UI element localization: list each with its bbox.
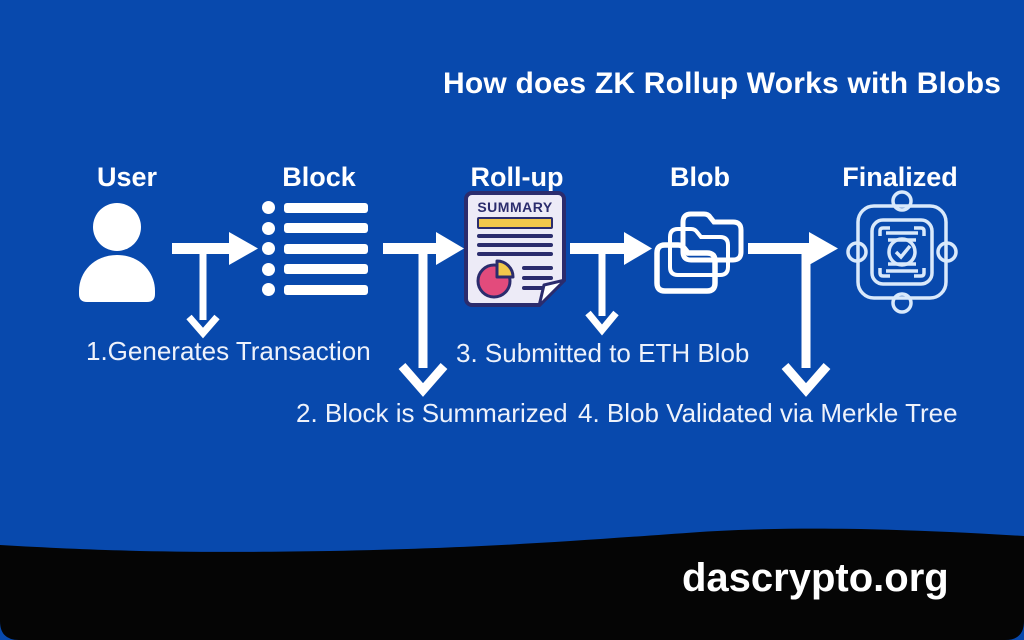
document-text-line (522, 286, 553, 290)
block-list-row (262, 262, 372, 276)
step-1-text: 1.Generates Transaction (86, 336, 371, 366)
document-text-line (477, 234, 553, 238)
pie-chart-icon (476, 259, 515, 299)
document-short-lines (522, 266, 562, 302)
arrow-down-step3 (585, 251, 619, 336)
stage-label-user: User (96, 162, 158, 192)
arrow-down-step1 (186, 251, 220, 339)
block-list-row (262, 201, 372, 214)
arrow-down-step4 (781, 251, 831, 397)
block-list-row (262, 242, 372, 255)
footer-wave-band (0, 528, 1024, 640)
summary-document-title: SUMMARY (477, 199, 553, 215)
document-text-line (522, 266, 553, 270)
arrow-user-to-block (172, 232, 258, 265)
document-text-line (522, 276, 553, 280)
stage-label-blob: Blob (670, 162, 730, 192)
step-2-text: 2. Block is Summarized (296, 398, 568, 428)
step-4-text: 4. Blob Validated via Merkle Tree (578, 398, 958, 428)
website-url: dascrypto.org (682, 556, 949, 600)
folded-corner-icon (538, 279, 566, 307)
stage-label-finalized: Finalized (842, 162, 958, 192)
arrow-down-step2 (398, 251, 448, 397)
summary-highlight-bar (477, 217, 553, 229)
block-list-row (262, 221, 372, 235)
arrow-rollup-to-blob (570, 232, 652, 265)
block-list-icon (262, 201, 372, 296)
blob-folders-icon (654, 211, 744, 294)
page-title: How does ZK Rollup Works with Blobs (443, 67, 1002, 100)
stage-label-rollup: Roll-up (470, 162, 564, 192)
stage-label-block: Block (282, 162, 356, 192)
document-text-line (477, 243, 553, 247)
user-icon (79, 203, 155, 302)
block-list-row (262, 283, 372, 296)
summary-document-icon: SUMMARY (464, 191, 566, 307)
step-3-text: 3. Submitted to ETH Blob (456, 338, 750, 368)
document-text-line (477, 252, 553, 256)
finalized-seal-icon (846, 190, 958, 314)
arrow-block-to-rollup (383, 232, 464, 265)
